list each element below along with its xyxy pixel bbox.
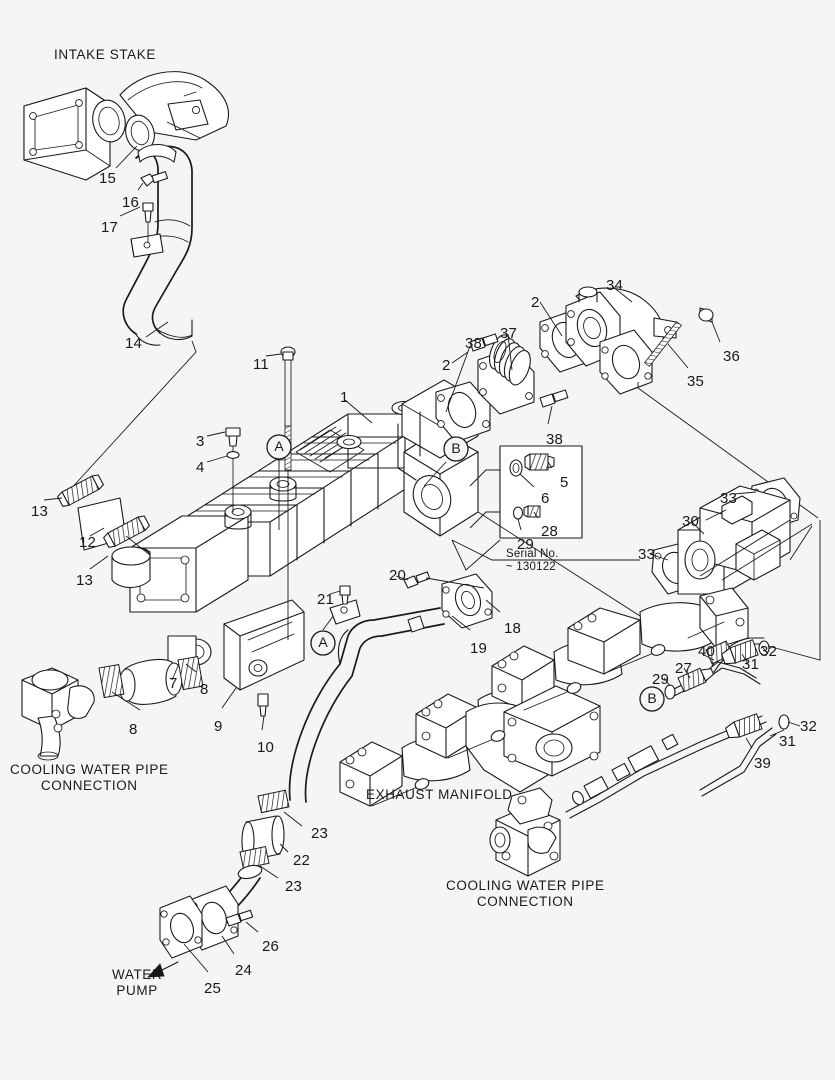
callout-36: 36: [723, 348, 741, 365]
callout-25: 25: [204, 980, 222, 997]
callout-22: 22: [293, 852, 311, 869]
clamp-13-upper: [57, 474, 104, 507]
callout-28: 28: [541, 523, 559, 540]
callout-1: 1: [340, 389, 349, 406]
callout-29: 29: [517, 536, 535, 553]
bolt-21: [339, 585, 351, 605]
callout-32: 32: [760, 643, 778, 660]
callout-27: 27: [675, 660, 693, 677]
callout-23: 23: [311, 825, 329, 842]
bolt-38-lower: [539, 389, 569, 408]
plate-and-clamps: [43, 474, 151, 570]
callout-35: 35: [687, 373, 705, 390]
cooling-water-right-assembly: [489, 715, 767, 877]
callout-13: 13: [31, 503, 49, 520]
section-title-line: CONNECTION: [40, 777, 138, 793]
callout-29: 29: [652, 671, 670, 688]
exhaust-manifold: [339, 587, 749, 807]
callout-31: 31: [779, 733, 797, 750]
callout-30: 30: [682, 513, 700, 530]
callout-40: 40: [698, 643, 716, 660]
callout-8: 8: [129, 721, 138, 738]
callout-38: 38: [546, 431, 564, 448]
fitting-3: [225, 427, 241, 513]
section-title-exhaust-manifold: EXHAUST MANIFOLD: [366, 787, 513, 803]
intake-stake-assembly: [23, 71, 230, 493]
callout-23: 23: [285, 878, 303, 895]
callout-31: 31: [742, 656, 760, 673]
section-title-line: COOLING WATER PIPE: [446, 878, 605, 893]
water-pump-assembly: [147, 789, 303, 978]
bolt-26: [225, 909, 254, 927]
bolt-16: [140, 171, 169, 187]
section-title-line: INTAKE STAKE: [54, 47, 156, 62]
section-title-line: PUMP: [116, 982, 158, 998]
callout-16: 16: [122, 194, 140, 211]
bolt-10: [257, 693, 269, 717]
callout-3: 3: [196, 433, 205, 450]
callout-8: 8: [200, 681, 209, 698]
section-title-line: EXHAUST MANIFOLD: [366, 787, 513, 802]
bolt-20: [403, 571, 431, 589]
clamp-13-lower: [103, 515, 150, 548]
reference-mark-b: B: [451, 440, 461, 456]
section-title-intake-stake: INTAKE STAKE: [54, 47, 156, 63]
callout-38: 38: [465, 335, 483, 352]
stud-35: [644, 307, 714, 367]
callout-15: 15: [99, 170, 117, 187]
reference-mark-b: B: [647, 690, 657, 706]
callout-10: 10: [257, 739, 275, 756]
bolt-38-upper: [469, 333, 499, 352]
callout-32: 32: [800, 718, 818, 735]
serial-inset-box: [451, 445, 583, 571]
callout-17: 17: [101, 219, 119, 236]
callout-12: 12: [79, 534, 97, 551]
callout-4: 4: [196, 459, 205, 476]
callout-14: 14: [125, 335, 143, 352]
reference-mark-a: A: [274, 438, 284, 454]
callout-34: 34: [606, 277, 624, 294]
serial-number-note: Serial No. ~ 130122: [506, 548, 559, 574]
callout-2: 2: [531, 294, 540, 311]
bolt-17: [142, 202, 154, 244]
callout-24: 24: [235, 962, 253, 979]
reference-mark-a: A: [318, 634, 328, 650]
section-title-line: WATER: [112, 967, 163, 982]
serial-line-2: ~ 130122: [506, 561, 556, 574]
cooling-water-left-assembly: [21, 655, 265, 761]
callout-7: 7: [169, 675, 178, 692]
callout-26: 26: [262, 938, 280, 955]
callout-33: 33: [638, 546, 656, 563]
callout-5: 5: [560, 474, 569, 491]
callout-39: 39: [754, 755, 772, 772]
egr-valve-upper-right: [435, 285, 819, 519]
section-title-line: CONNECTION: [476, 893, 574, 909]
callout-11: 11: [253, 356, 269, 373]
fittings-chain: [663, 520, 821, 797]
callout-2: 2: [442, 357, 451, 374]
callout-21: 21: [317, 591, 335, 608]
callout-9: 9: [214, 718, 223, 735]
section-title-line: COOLING WATER PIPE: [10, 762, 169, 777]
callout-13: 13: [76, 572, 94, 589]
callout-37: 37: [500, 325, 518, 342]
callout-20: 20: [389, 567, 407, 584]
egr-pipe-19: [288, 571, 501, 803]
serial-line-1: Serial No.: [506, 548, 559, 560]
egr-valve-right: [649, 477, 813, 595]
callout-6: 6: [541, 490, 550, 507]
callout-33: 33: [720, 490, 738, 507]
callout-18: 18: [504, 620, 522, 637]
callout-19: 19: [470, 640, 488, 657]
